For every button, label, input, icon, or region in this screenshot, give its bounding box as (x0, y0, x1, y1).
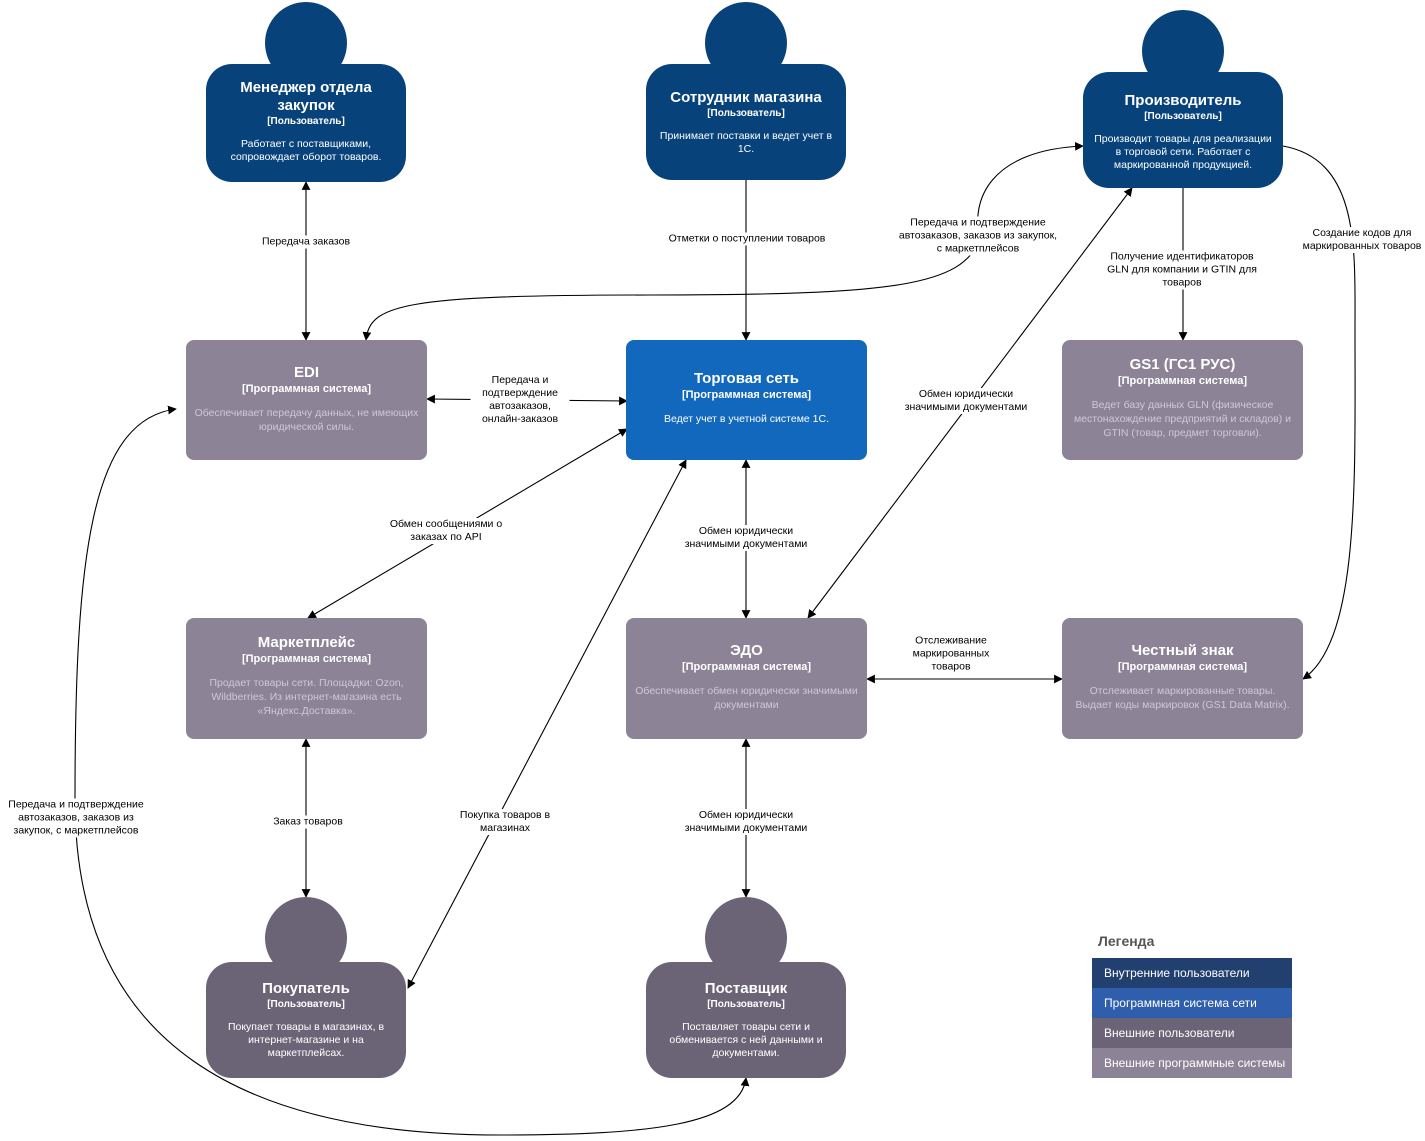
label-edi-retail: Передача и подтверждение автозаказов, он… (470, 374, 570, 426)
system-title: EDI (293, 364, 319, 381)
system-title: Торговая сеть (693, 370, 800, 387)
person-type: [Пользователь] (267, 116, 345, 127)
label-producer-edi: Передача и подтверждение автозаказов, за… (893, 216, 1063, 256)
legend-title: Легенда (1098, 933, 1155, 949)
label-retail-edo: Обмен юридически значимыми документами (674, 525, 818, 551)
edge-supplier-edi (74, 405, 750, 1136)
system-type: [Программная система] (1117, 661, 1248, 673)
legend-item-external-systems: Внешние программные системы (1092, 1048, 1292, 1078)
system-title: ЭДО (730, 642, 763, 659)
label-producer-edo: Обмен юридически значимыми документами (894, 388, 1038, 414)
system-description: Отслеживает маркированные товары. Выдает… (1075, 685, 1290, 711)
label-manager-edi: Передача заказов (259, 235, 353, 249)
system-title: Честный знак (1131, 642, 1234, 659)
label-retail-marketplace: Обмен сообщениями о заказах по API (386, 518, 506, 544)
person-body: Производитель [Пользователь] Производит … (1083, 72, 1283, 188)
system-edi: EDI [Программная система] Обеспечивает п… (186, 340, 427, 460)
label-supplier-edi: Передача и подтверждение автозаказов, за… (0, 798, 153, 838)
person-title: Сотрудник магазина (670, 89, 822, 106)
label-producer-gs1: Получение идентификаторов GLN для компан… (1100, 250, 1264, 290)
person-body: Поставщик [Пользователь] Поставляет това… (646, 962, 846, 1078)
person-description: Поставляет товары сети и обменивается с … (669, 1021, 823, 1059)
legend-item-internal-system: Программная система сети (1092, 988, 1292, 1018)
system-description: Обеспечивает обмен юридически значимыми … (635, 685, 858, 711)
label-edo-supplier: Обмен юридически значимыми документами (674, 809, 818, 835)
person-body: Сотрудник магазина [Пользователь] Приним… (646, 64, 846, 180)
person-title: Покупатель (262, 980, 350, 997)
system-description: Обеспечивает передачу данных, не имеющих… (194, 407, 419, 433)
label-retail-buyer: Покупка товаров в магазинах (453, 809, 557, 835)
person-description: Производит товары для реализации в торго… (1094, 133, 1272, 171)
person-title: Производитель (1124, 92, 1242, 109)
label-producer-chz: Создание кодов для маркированных товаров (1295, 227, 1425, 253)
label-marketplace-buyer: Заказ товаров (271, 815, 345, 829)
person-type: [Пользователь] (1144, 111, 1222, 122)
system-description: Ведет базу данных GLN (физическое местон… (1073, 399, 1292, 439)
system-type: [Программная система] (1117, 375, 1248, 387)
system-chz: Честный знак [Программная система] Отсле… (1062, 618, 1303, 739)
system-edo: ЭДО [Программная система] Обеспечивает о… (626, 618, 867, 739)
system-title: GS1 (ГС1 РУС) (1129, 356, 1236, 373)
system-type: [Программная система] (681, 661, 812, 673)
person-description: Покупает товары в магазинах, в интернет-… (227, 1021, 385, 1059)
person-type: [Пользователь] (267, 999, 345, 1010)
system-description: Продает товары сети. Площадки: Ozon, Wil… (209, 677, 404, 717)
person-title: Поставщик (704, 980, 788, 997)
person-type: [Пользователь] (707, 108, 785, 119)
system-type: [Программная система] (681, 389, 812, 401)
system-gs1: GS1 (ГС1 РУС) [Программная система] Веде… (1062, 340, 1303, 460)
label-employee-retail: Отметки о поступлении товаров (666, 232, 828, 246)
system-retail: Торговая сеть [Программная система] Веде… (626, 340, 867, 460)
legend-item-external-users: Внешние пользователи (1092, 1018, 1292, 1048)
system-description: Ведет учет в учетной системе 1С. (663, 413, 830, 425)
person-body: Менеджер отдела закупок [Пользователь] Р… (206, 64, 406, 182)
label-edo-chz: Отслеживание маркированных товаров (904, 634, 998, 674)
person-description: Работает с поставщиками, сопровождает об… (230, 138, 382, 163)
person-description: Принимает поставки и ведет учет в 1С. (659, 130, 833, 155)
person-type: [Пользователь] (707, 999, 785, 1010)
system-title: Маркетплейс (257, 634, 356, 651)
system-marketplace: Маркетплейс [Программная система] Продае… (186, 618, 427, 739)
edge-producer-chz (1282, 145, 1356, 680)
person-title: Менеджер отдела закупок (240, 79, 372, 114)
system-type: [Программная система] (241, 383, 372, 395)
person-body: Покупатель [Пользователь] Покупает товар… (206, 962, 406, 1078)
system-type: [Программная система] (241, 653, 372, 665)
legend-item-internal-users: Внутренние пользователи (1092, 958, 1292, 988)
